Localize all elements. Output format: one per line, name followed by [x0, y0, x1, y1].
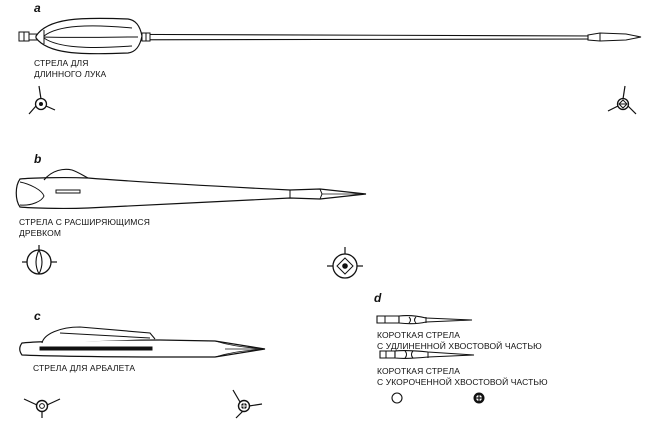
caption-line: СТРЕЛА ДЛЯ АРБАЛЕТА: [33, 363, 136, 373]
caption-barreled-arrow: СТРЕЛА С РАСШИРЯЮЩИМСЯ ДРЕВКОМ: [19, 217, 150, 239]
caption-line: КОРОТКАЯ СТРЕЛА: [377, 330, 461, 340]
section-c-letter: c: [34, 309, 41, 323]
caption-short-arrow-short-tail: КОРОТКАЯ СТРЕЛА С УКОРОЧЕННОЙ ХВОСТОВОЙ …: [377, 366, 548, 388]
caption-line: ДЛИННОГО ЛУКА: [34, 69, 107, 79]
longbow-arrow: [19, 18, 641, 53]
barreled-arrow: [16, 169, 366, 208]
caption-line: СТРЕЛА С РАСШИРЯЮЩИМСЯ: [19, 217, 150, 227]
longbow-arrow-head-section: [608, 86, 636, 114]
caption-line: СТРЕЛА ДЛЯ: [34, 58, 89, 68]
caption-short-arrow-long-tail: КОРОТКАЯ СТРЕЛА С УДЛИНЕННОЙ ХВОСТОВОЙ Ч…: [377, 330, 542, 352]
barreled-arrow-head-section: [327, 247, 363, 278]
caption-crossbow-bolt: СТРЕЛА ДЛЯ АРБАЛЕТА: [33, 363, 135, 374]
caption-line: КОРОТКАЯ СТРЕЛА: [377, 366, 461, 376]
short-arrow-long-tail: [377, 316, 472, 324]
section-d-letter: d: [374, 291, 382, 305]
section-b-letter: b: [34, 152, 42, 166]
longbow-arrow-nock-section: [29, 86, 55, 114]
caption-line: С УКОРОЧЕННОЙ ХВОСТОВОЙ ЧАСТЬЮ: [377, 377, 548, 387]
crossbow-bolt-head-section: [233, 390, 262, 418]
short-arrow-nock-section: [392, 393, 402, 403]
caption-line: ДРЕВКОМ: [19, 228, 62, 238]
caption-longbow-arrow: СТРЕЛА ДЛЯ ДЛИННОГО ЛУКА: [34, 58, 106, 80]
barreled-arrow-nock-section: [22, 245, 57, 274]
short-arrow-head-section: [474, 393, 484, 403]
crossbow-bolt-nock-section: [24, 399, 60, 418]
caption-line: С УДЛИНЕННОЙ ХВОСТОВОЙ ЧАСТЬЮ: [377, 341, 542, 351]
short-arrow-short-tail: [380, 351, 474, 359]
section-a-letter: a: [34, 1, 41, 15]
crossbow-bolt: [20, 327, 265, 357]
